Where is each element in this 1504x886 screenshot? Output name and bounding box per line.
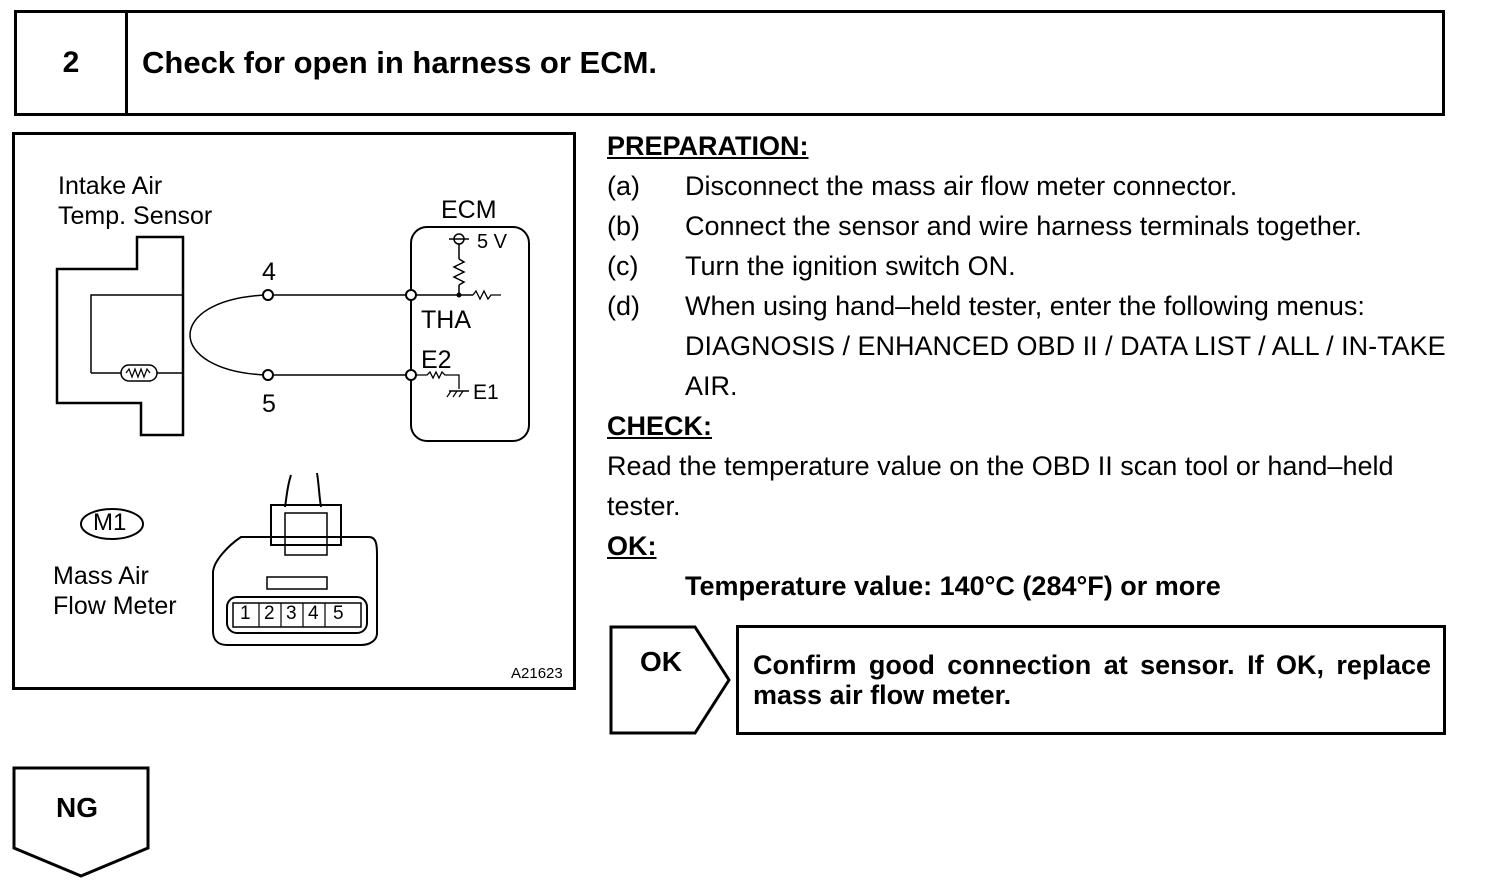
figure-id: A21623	[511, 665, 563, 682]
connector-name-line2: Flow Meter	[53, 592, 177, 620]
connector-latch	[284, 512, 328, 556]
jumper-loop	[189, 294, 266, 376]
connector-wires	[284, 472, 322, 508]
pullup-resistor	[452, 258, 466, 286]
step-letter: (c)	[607, 251, 639, 281]
ng-label: NG	[56, 792, 98, 823]
ecm-box	[410, 226, 530, 442]
step-letter: (d)	[607, 291, 640, 321]
pin-5-terminal	[262, 369, 274, 381]
preparation-heading: PREPARATION:	[607, 131, 809, 161]
connector-name-line1: Mass Air	[53, 562, 149, 590]
e1-label: E1	[473, 381, 499, 404]
terminal-4: 4	[308, 603, 319, 624]
step-text: When using hand–held tester, enter the f…	[685, 291, 1446, 401]
ok-spec: Temperature value: 140°C (284°F) or more	[685, 571, 1221, 601]
tha-terminal	[405, 289, 417, 301]
ng-arrow-shape	[12, 766, 150, 878]
prep-step-d: (d) When using hand–held tester, enter t…	[607, 286, 1457, 406]
prep-step-c: (c) Turn the ignition switch ON.	[607, 246, 1457, 286]
prep-step-b: (b) Connect the sensor and wire harness …	[607, 206, 1457, 246]
step-letter: (a)	[607, 171, 640, 201]
voltage-label: 5 V	[477, 231, 508, 253]
terminal-2: 2	[264, 603, 275, 624]
step-text: Disconnect the mass air flow meter conne…	[685, 171, 1238, 201]
ecm-label: ECM	[441, 196, 497, 224]
sensor-body-shape	[55, 235, 185, 437]
prep-step-a: (a) Disconnect the mass air flow meter c…	[607, 166, 1457, 206]
e2-label: E2	[421, 346, 452, 374]
sensor-label-line2: Temp. Sensor	[58, 202, 213, 230]
ok-label: OK	[640, 646, 682, 677]
step-title: Check for open in harness or ECM.	[125, 10, 1445, 116]
terminal-5: 5	[333, 603, 344, 624]
terminal-1: 1	[240, 603, 251, 624]
wiring-diagram: Intake Air Temp. Sensor ECM 5 V 4 5 THA …	[12, 132, 576, 690]
connector-code: M1	[93, 509, 127, 536]
pin-4-label: 4	[262, 258, 276, 286]
tha-label: THA	[421, 306, 471, 334]
circuit-drawing	[55, 226, 530, 646]
terminal-3: 3	[286, 603, 297, 624]
step-text: Turn the ignition switch ON.	[685, 251, 1016, 281]
check-heading: CHECK:	[607, 411, 712, 441]
check-text: Read the temperature value on the OBD II…	[607, 451, 1394, 521]
step-letter: (b)	[607, 211, 640, 241]
connector-housing	[212, 536, 378, 646]
connector-code-oval	[80, 508, 144, 540]
step-number: 2	[14, 10, 128, 116]
pin-5-label: 5	[262, 390, 276, 418]
ok-arrow-shape	[609, 625, 731, 735]
ok-result-text: Confirm good connection at sensor. If OK…	[753, 650, 1431, 710]
step-text: Connect the sensor and wire harness term…	[685, 211, 1362, 241]
thermistor-symbol	[120, 364, 158, 382]
e2-terminal	[405, 369, 417, 381]
pin-4-terminal	[262, 289, 274, 301]
ok-heading: OK:	[607, 531, 657, 561]
sensor-label-line1: Intake Air	[58, 172, 163, 200]
connector-face	[226, 596, 368, 634]
ok-result-box: Confirm good connection at sensor. If OK…	[736, 625, 1446, 735]
